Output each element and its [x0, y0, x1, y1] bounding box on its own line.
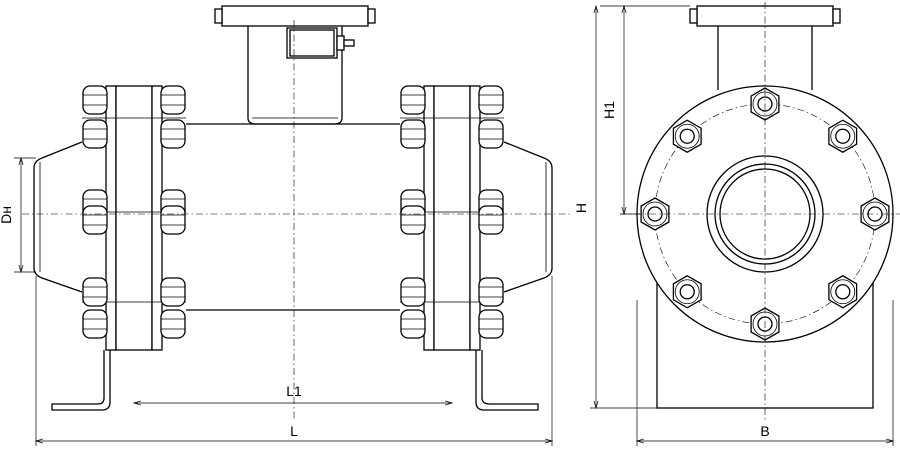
hex-nut [160, 309, 186, 339]
dimension-l: L [36, 276, 552, 446]
hex-nut [400, 205, 426, 235]
hex-nut [478, 309, 504, 339]
dimension-b: B [637, 300, 893, 446]
end-view: H1 H B [573, 2, 900, 446]
hex-nut [478, 85, 504, 115]
flange-bolt [672, 275, 702, 309]
hex-nut [82, 277, 108, 307]
hex-nut [478, 277, 504, 307]
h-label: H [573, 203, 589, 213]
flange-bolt [828, 119, 858, 153]
hex-nut [400, 85, 426, 115]
nozzle-right [503, 141, 553, 293]
hex-nut [82, 119, 108, 149]
pipe-body [186, 123, 400, 311]
dimension-l1: L1 [134, 383, 452, 403]
hex-nuts [82, 85, 504, 339]
hex-nut [82, 85, 108, 115]
hex-nut [478, 205, 504, 235]
hex-nut [160, 205, 186, 235]
hex-nut [478, 119, 504, 149]
dimension-h1: H1 [600, 6, 690, 214]
flange-bolt [672, 119, 702, 153]
hex-nut [160, 85, 186, 115]
hex-nut [160, 119, 186, 149]
nozzle-left [33, 141, 83, 293]
front-view: Dн L1 L [0, 5, 570, 446]
hex-nut [400, 119, 426, 149]
h1-label: H1 [601, 101, 617, 119]
hex-nut [400, 277, 426, 307]
flange-plates [105, 85, 481, 351]
l-label: L [290, 423, 298, 439]
end-top-flange [689, 5, 841, 90]
hex-nut [82, 205, 108, 235]
top-flange [214, 5, 376, 125]
hex-nut [400, 309, 426, 339]
hex-nut [82, 309, 108, 339]
flange-bolt [828, 275, 858, 309]
dn-label: Dн [0, 206, 14, 224]
hex-nut [160, 277, 186, 307]
support-legs [51, 350, 539, 411]
dimension-h: H [573, 6, 657, 408]
b-label: B [760, 423, 769, 439]
dimension-dn: Dн [0, 158, 36, 272]
l1-label: L1 [286, 383, 302, 399]
